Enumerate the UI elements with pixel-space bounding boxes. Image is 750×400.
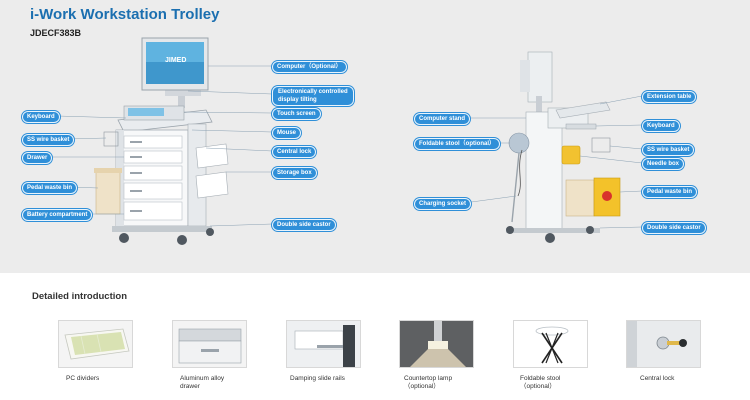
detail-caption-central-lock: Central lock [640,375,675,382]
label-drawer: Drawer [22,152,53,164]
label-ss-wire-basket-right: SS wire basket [642,144,695,156]
label-foldable-stool: Foldable stool（optional） [414,138,500,150]
label-computer: Computer（Optional） [272,61,347,73]
page-title: i-Work Workstation Trolley [30,6,220,23]
label-extension-table: Extension table [642,91,697,103]
label-mouse: Mouse [272,127,302,139]
label-electronic-tilting: Electronically controlled display tiltin… [272,86,354,106]
label-double-side-castor-right: Double side castor [642,222,706,234]
detail-image-damping-slide-rails [286,320,361,368]
detail-caption-foldable-stool: Foldable stool （optional） [520,375,561,390]
detail-image-central-lock [626,320,701,368]
detail-image-aluminum-drawer [172,320,247,368]
front-trolley-image [94,37,229,245]
model-number: JDECF383B [30,28,82,38]
label-storage-box: Storage box [272,167,317,179]
detail-caption-damping-slide-rails: Damping slide rails [290,375,345,382]
left-leader-lines [48,65,273,227]
label-electronic-line2: display tilting [278,97,317,103]
right-leader-lines [462,95,643,229]
label-needle-box: Needle box [642,158,685,170]
label-computer-stand: Computer stand [414,113,471,125]
label-battery-compartment: Battery compartment [22,209,93,221]
detail-caption-countertop-lamp: Countertop lamp （optional） [404,375,453,390]
detail-caption-aluminum-drawer: Aluminum alloy drawer [180,375,225,390]
label-pedal-waste-bin-right: Pedal waste bin [642,186,698,198]
label-ss-wire-basket-left: SS wire basket [22,134,75,146]
detail-image-pc-dividers [58,320,133,368]
label-keyboard-left: Keyboard [22,111,60,123]
detail-image-countertop-lamp [399,320,474,368]
detail-caption-pc-dividers: PC dividers [66,375,100,382]
label-charging-socket: Charging socket [414,198,472,210]
monitor-logo: JIMED [165,57,187,64]
label-pedal-waste-bin-left: Pedal waste bin [22,182,78,194]
trolley-illustrations [48,37,643,245]
label-double-side-castor-left: Double side castor [272,219,336,231]
label-central-lock: Central lock [272,146,317,158]
label-touch-screen: Touch screen [272,108,321,120]
section-title: Detailed introduction [32,291,127,302]
label-keyboard-right: Keyboard [642,120,680,132]
detail-image-foldable-stool [513,320,588,368]
side-trolley-image [506,51,621,243]
label-electronic-line1: Electronically controlled [278,89,348,95]
